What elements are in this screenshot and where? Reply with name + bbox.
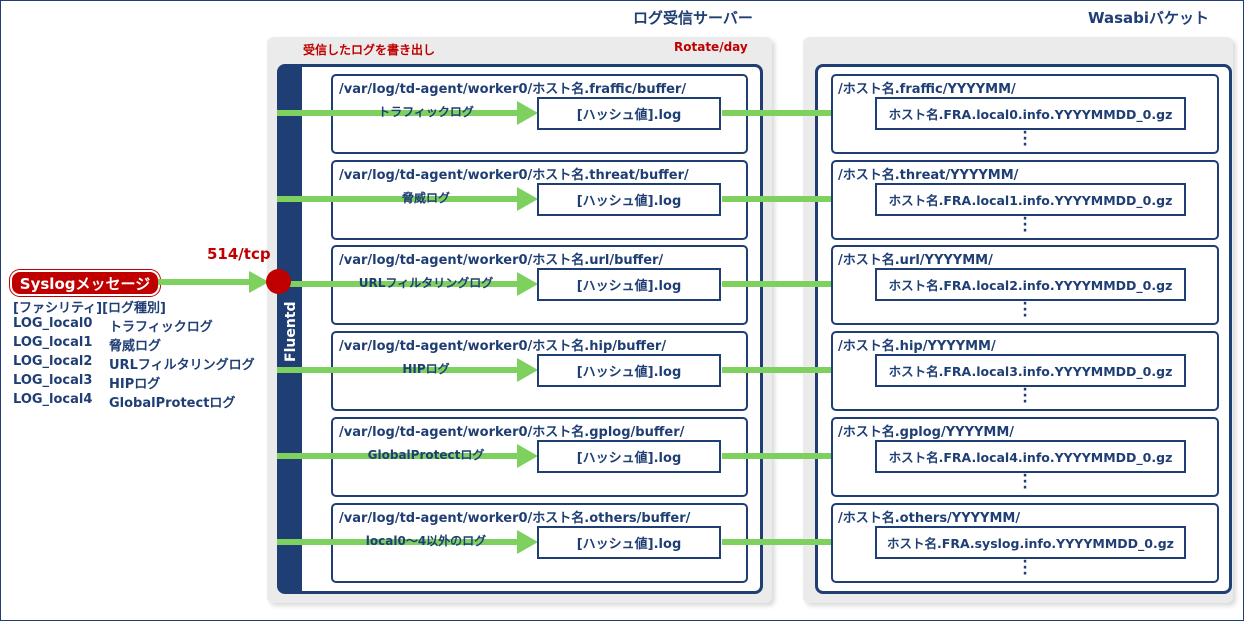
more-files-ellipsis: ··· bbox=[1022, 211, 1028, 239]
hash-log-file: [ハッシュ値].log bbox=[537, 526, 721, 559]
legend-header: [ファシリティ][ログ種別] bbox=[13, 301, 166, 316]
log-type-label: トラフィックログ bbox=[378, 105, 474, 119]
gz-object: ホスト名.FRA.local4.info.YYYYMMDD_0.gz bbox=[875, 440, 1186, 473]
hash-log-file: [ハッシュ値].log bbox=[537, 440, 721, 473]
more-files-ellipsis: ··· bbox=[1022, 296, 1028, 324]
more-files-ellipsis: ··· bbox=[1022, 125, 1028, 153]
legend-log-type: HIPログ bbox=[109, 377, 161, 392]
buffer-path: /var/log/td-agent/worker0/ホスト名.gplog/buf… bbox=[339, 425, 685, 440]
buffer-path: /var/log/td-agent/worker0/ホスト名.threat/bu… bbox=[339, 168, 689, 183]
buffer-path: /var/log/td-agent/worker0/ホスト名.url/buffe… bbox=[339, 253, 664, 268]
upload-arrow-line bbox=[722, 539, 858, 545]
gz-object: ホスト名.FRA.syslog.info.YYYYMMDD_0.gz bbox=[875, 526, 1186, 559]
gz-object: ホスト名.FRA.local3.info.YYYYMMDD_0.gz bbox=[875, 354, 1186, 387]
flow-arrow-line bbox=[277, 110, 521, 116]
flow-arrow-line bbox=[277, 539, 521, 545]
upload-arrow-line bbox=[722, 367, 858, 373]
legend-log-type: URLフィルタリングログ bbox=[109, 358, 255, 373]
flow-arrow-line bbox=[277, 453, 521, 459]
flow-arrow-head bbox=[517, 530, 538, 554]
upload-arrow-line bbox=[722, 110, 858, 116]
flow-arrow-head bbox=[517, 358, 538, 382]
bucket-title: Wasabiバケット bbox=[1088, 9, 1210, 27]
more-files-ellipsis: ··· bbox=[1022, 468, 1028, 496]
legend-facility: LOG_local3 bbox=[13, 373, 93, 388]
buffer-path: /var/log/td-agent/worker0/ホスト名.others/bu… bbox=[339, 511, 691, 526]
legend-facility: LOG_local0 bbox=[13, 316, 93, 331]
log-type-label: local0～4以外のログ bbox=[365, 534, 487, 548]
server-title: ログ受信サーバー bbox=[633, 9, 753, 27]
legend-log-type: GlobalProtectログ bbox=[109, 396, 236, 411]
syslog-arrow bbox=[158, 279, 253, 285]
bucket-path: /ホスト名.gplog/YYYYMM/ bbox=[838, 425, 1015, 440]
legend-item: LOG_local4 GlobalProtectログ bbox=[13, 392, 255, 411]
flow-arrow-head bbox=[517, 101, 538, 125]
legend-item: LOG_local0 トラフィックログ bbox=[13, 316, 255, 335]
flow-arrow-line bbox=[277, 196, 521, 202]
receive-port-dot bbox=[266, 269, 291, 294]
hash-log-file: [ハッシュ値].log bbox=[537, 183, 721, 216]
port-label: 514/tcp bbox=[207, 245, 271, 263]
write-out-label: 受信したログを書き出し bbox=[303, 43, 436, 57]
gz-object: ホスト名.FRA.local2.info.YYYYMMDD_0.gz bbox=[875, 268, 1186, 301]
legend-item: LOG_local1 脅威ログ bbox=[13, 335, 255, 354]
buffer-path: /var/log/td-agent/worker0/ホスト名.fraffic/b… bbox=[339, 82, 687, 97]
upload-arrow-line bbox=[722, 196, 858, 202]
gz-object: ホスト名.FRA.local0.info.YYYYMMDD_0.gz bbox=[875, 97, 1186, 130]
buffer-path: /var/log/td-agent/worker0/ホスト名.hip/buffe… bbox=[339, 339, 667, 354]
log-type-label: HIPログ bbox=[402, 362, 450, 376]
legend-log-type: トラフィックログ bbox=[109, 320, 213, 335]
bucket-path: /ホスト名.threat/YYYYMM/ bbox=[838, 168, 1019, 183]
bucket-path: /ホスト名.hip/YYYYMM/ bbox=[838, 339, 996, 354]
log-type-label: URLフィルタリングログ bbox=[358, 276, 494, 290]
upload-arrow-line bbox=[722, 281, 858, 287]
facility-legend: [ファシリティ][ログ種別] LOG_local0 トラフィックログ LOG_l… bbox=[13, 297, 255, 411]
hash-log-file: [ハッシュ値].log bbox=[537, 268, 721, 301]
flow-arrow-head bbox=[517, 444, 538, 468]
more-files-ellipsis: ··· bbox=[1022, 554, 1028, 582]
legend-item: LOG_local3 HIPログ bbox=[13, 373, 255, 392]
bucket-path: /ホスト名.fraffic/YYYYMM/ bbox=[838, 82, 1016, 97]
hash-log-file: [ハッシュ値].log bbox=[537, 97, 721, 130]
flow-arrow-line bbox=[277, 367, 521, 373]
legend-facility: LOG_local1 bbox=[13, 335, 93, 350]
flow-arrow-line bbox=[277, 281, 521, 287]
bucket-path: /ホスト名.others/YYYYMM/ bbox=[838, 511, 1021, 526]
fluentd-bar: Fluentd bbox=[280, 67, 302, 591]
legend-facility: LOG_local4 bbox=[13, 392, 93, 407]
log-type-label: 脅威ログ bbox=[401, 191, 450, 205]
log-type-label: GlobalProtectログ bbox=[367, 448, 485, 462]
gz-object: ホスト名.FRA.local1.info.YYYYMMDD_0.gz bbox=[875, 183, 1186, 216]
legend-item: LOG_local2 URLフィルタリングログ bbox=[13, 354, 255, 373]
flow-arrow-head bbox=[517, 187, 538, 211]
upload-arrow-line bbox=[722, 453, 858, 459]
legend-log-type: 脅威ログ bbox=[109, 339, 162, 354]
more-files-ellipsis: ··· bbox=[1022, 382, 1028, 410]
fluentd-label: Fluentd bbox=[283, 301, 299, 362]
rotate-label: Rotate/day bbox=[674, 40, 748, 54]
syslog-badge: Syslogメッセージ bbox=[10, 270, 160, 296]
flow-arrow-head bbox=[517, 272, 538, 296]
hash-log-file: [ハッシュ値].log bbox=[537, 354, 721, 387]
bucket-path: /ホスト名.url/YYYYMM/ bbox=[838, 253, 993, 268]
legend-facility: LOG_local2 bbox=[13, 354, 93, 369]
syslog-arrow-head bbox=[249, 271, 269, 293]
